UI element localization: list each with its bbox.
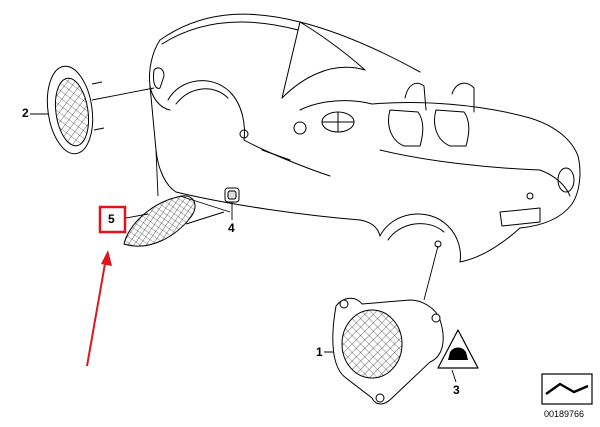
fog-lamp-icon xyxy=(332,297,444,405)
callout-4: 4 xyxy=(228,221,235,235)
retainer-clip-icon xyxy=(224,187,240,203)
callout-5: 5 xyxy=(108,212,115,226)
diagram-number: 00189766 xyxy=(544,409,585,419)
car-outline xyxy=(149,13,581,263)
callout-1: 1 xyxy=(316,345,323,359)
callout-2: 2 xyxy=(22,106,29,120)
callout-3: 3 xyxy=(453,383,460,397)
side-marker-icon xyxy=(123,195,225,247)
highlight-arrow xyxy=(86,250,112,367)
lamp-housing-icon xyxy=(46,65,105,155)
highlight-box xyxy=(98,205,127,234)
warning-triangle-icon xyxy=(437,329,479,369)
page-corner-icon xyxy=(541,373,593,405)
